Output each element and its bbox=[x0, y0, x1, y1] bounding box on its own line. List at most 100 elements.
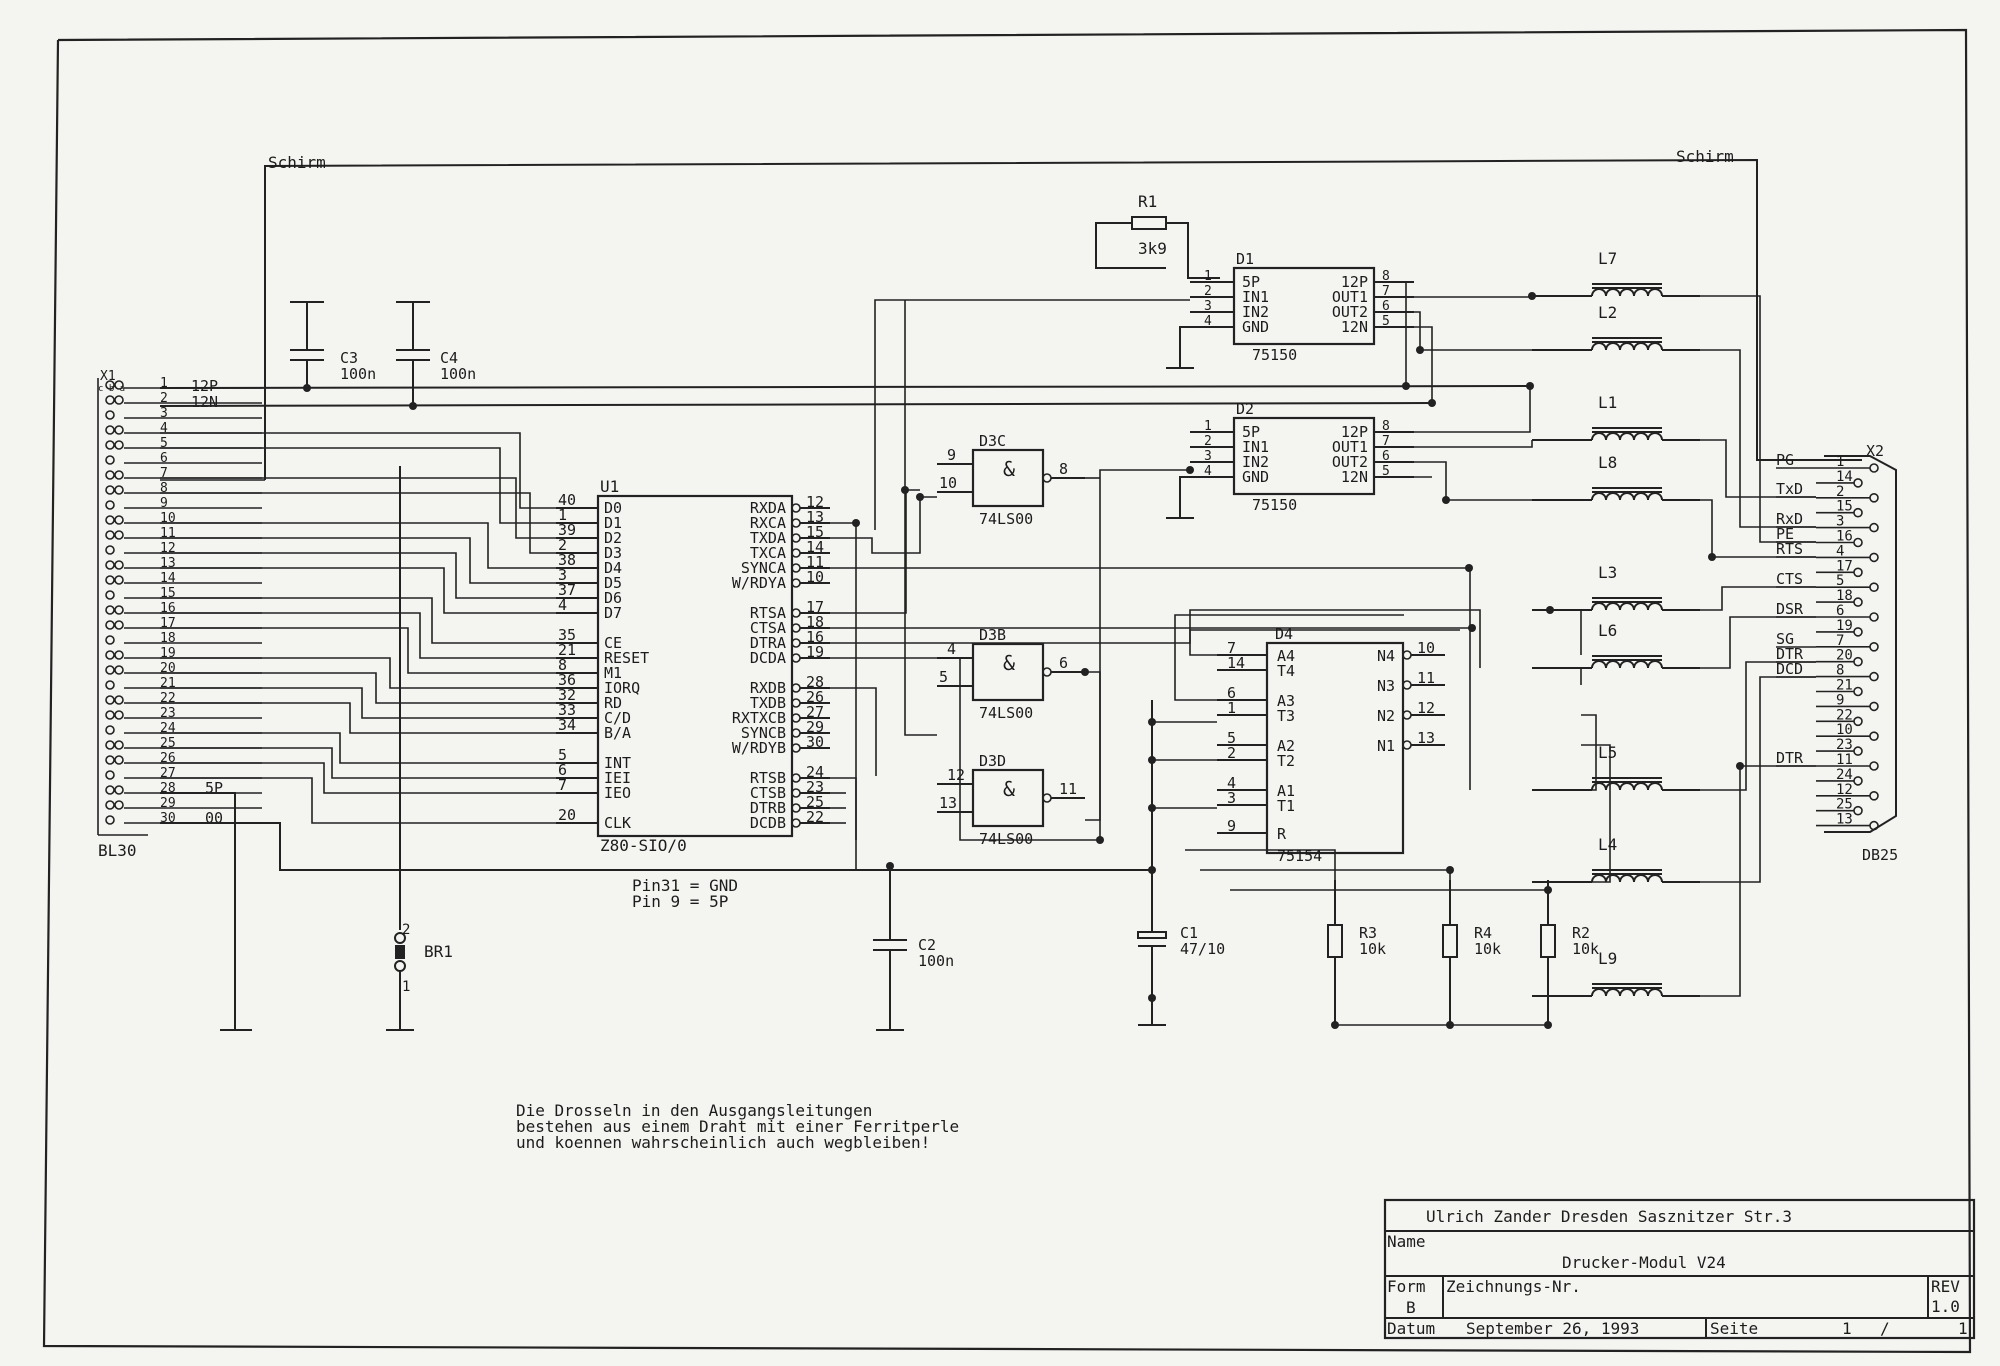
capacitor-c4: C4 100n bbox=[396, 301, 476, 410]
bridge-br1: 2 1 BR1 bbox=[386, 466, 453, 1031]
x1-contact bbox=[114, 470, 124, 480]
capacitor-c1: C1 47/10 bbox=[1137, 700, 1225, 1026]
rail-12p bbox=[159, 385, 1531, 389]
tb-form-label: Form bbox=[1387, 1277, 1426, 1296]
x1-contact bbox=[105, 410, 115, 420]
driver-pin-name: OUT2 bbox=[1332, 453, 1368, 471]
u1-pin-iorq: IORQ bbox=[604, 679, 640, 697]
u1-pin-rtsb: RTSB bbox=[750, 769, 786, 787]
gate-part: 74LS00 bbox=[979, 704, 1033, 722]
x1-contact bbox=[105, 590, 115, 600]
receiver-pin-num: 10 bbox=[1417, 639, 1435, 657]
receiver-pin-num: 14 bbox=[1227, 654, 1245, 672]
c1-value: 47/10 bbox=[1180, 940, 1225, 958]
x2-pin-5: 5 bbox=[1836, 573, 1844, 589]
gate-out: 11 bbox=[1059, 780, 1077, 798]
tb-page-value: 1 bbox=[1842, 1319, 1852, 1338]
receiver-pin-num: 12 bbox=[1417, 699, 1435, 717]
u1-pin-num: 11 bbox=[806, 553, 824, 571]
u1-pin-dtra: DTRA bbox=[750, 634, 786, 652]
x1-contact bbox=[105, 620, 115, 630]
driver-pin-num: 8 bbox=[1382, 269, 1390, 284]
x1-contact bbox=[105, 395, 115, 405]
inductor-ref: L1 bbox=[1598, 393, 1617, 412]
driver-pin-name: IN1 bbox=[1242, 288, 1269, 306]
net-label-5p: 5P bbox=[205, 779, 223, 797]
receiver-pin-name: T2 bbox=[1277, 752, 1295, 770]
inductor-ref: L8 bbox=[1598, 453, 1617, 472]
x2-pin-11: 11 bbox=[1836, 752, 1853, 768]
x1-contact bbox=[114, 785, 124, 795]
u1-pin-num: 26 bbox=[806, 688, 824, 706]
x1-contact bbox=[114, 800, 124, 810]
x2-pin-9: 9 bbox=[1836, 692, 1844, 708]
driver-ref: D2 bbox=[1236, 400, 1254, 418]
c3-value: 100n bbox=[340, 365, 376, 383]
receiver-pin-num: 13 bbox=[1417, 729, 1435, 747]
gate-part: 74LS00 bbox=[979, 830, 1033, 848]
x1-contact bbox=[105, 545, 115, 555]
x2-pin-24: 24 bbox=[1836, 767, 1853, 783]
u1-pin-b/a: B/A bbox=[604, 724, 631, 742]
u1-pin-num: 16 bbox=[806, 628, 824, 646]
x1-pin-23: 23 bbox=[160, 706, 176, 721]
inductor-l1: L1 bbox=[1532, 393, 1700, 441]
receiver-pin-name: A4 bbox=[1277, 647, 1295, 665]
driver-pin-num: 6 bbox=[1382, 449, 1390, 464]
u1-pin-num: 7 bbox=[558, 776, 567, 794]
u1-pin-num: 39 bbox=[558, 521, 576, 539]
driver-pin-num: 5 bbox=[1382, 464, 1390, 479]
x2-signal-rts: RTS bbox=[1776, 540, 1803, 558]
resistor-value: 10k bbox=[1474, 940, 1501, 958]
br1-ref: BR1 bbox=[424, 942, 453, 961]
inductor-ref: L3 bbox=[1598, 563, 1617, 582]
u1-pin-num: 14 bbox=[806, 538, 824, 556]
x1-contact bbox=[114, 560, 124, 570]
resistor-value: 10k bbox=[1572, 940, 1599, 958]
driver-pin-name: 12P bbox=[1341, 423, 1368, 441]
u1-part: Z80-SIO/0 bbox=[600, 836, 687, 855]
x2-signal-pe: PE bbox=[1776, 525, 1794, 543]
x2-pin-21: 21 bbox=[1836, 678, 1853, 694]
u1-pin-rxdb: RXDB bbox=[750, 679, 786, 697]
x1-contact bbox=[114, 740, 124, 750]
u1-pin-d5: D5 bbox=[604, 574, 622, 592]
receiver-pin-num: 2 bbox=[1227, 744, 1236, 762]
u1-pin-num: 25 bbox=[806, 793, 824, 811]
driver-pin-name: IN2 bbox=[1242, 303, 1269, 321]
u1-pin-num: 18 bbox=[806, 613, 824, 631]
x2-pin-22: 22 bbox=[1836, 707, 1853, 723]
x1-contact bbox=[105, 785, 115, 795]
x2-signal-cts: CTS bbox=[1776, 570, 1803, 588]
receiver-pin-name: N2 bbox=[1377, 707, 1395, 725]
u1-note-5p: Pin 9 = 5P bbox=[632, 892, 728, 911]
x1-pin-3: 3 bbox=[160, 406, 168, 421]
u1-pin-num: 8 bbox=[558, 656, 567, 674]
rail-5p bbox=[160, 792, 236, 1030]
gate-in1: 4 bbox=[947, 640, 956, 658]
tb-date-value: September 26, 1993 bbox=[1466, 1319, 1639, 1338]
driver-pin-num: 6 bbox=[1382, 299, 1390, 314]
gate-ref: D3D bbox=[979, 752, 1006, 770]
x1-contact bbox=[105, 665, 115, 675]
x1-contact bbox=[105, 425, 115, 435]
shield-label-right: Schirm bbox=[1676, 147, 1734, 166]
receiver-ref: D4 bbox=[1275, 625, 1293, 643]
x1-pin-7: 7 bbox=[160, 466, 168, 481]
receiver-pin-name: A3 bbox=[1277, 692, 1295, 710]
inductor-l7: L7 bbox=[1532, 249, 1700, 297]
driver-pin-name: GND bbox=[1242, 318, 1269, 336]
driver-pin-num: 5 bbox=[1382, 314, 1390, 329]
receiver-pin-name: R bbox=[1277, 825, 1287, 843]
driver-pin-name: 5P bbox=[1242, 423, 1260, 441]
u1-pin-rxca: RXCA bbox=[750, 514, 786, 532]
driver-pin-num: 7 bbox=[1382, 434, 1390, 449]
tb-form-value: B bbox=[1406, 1298, 1416, 1317]
